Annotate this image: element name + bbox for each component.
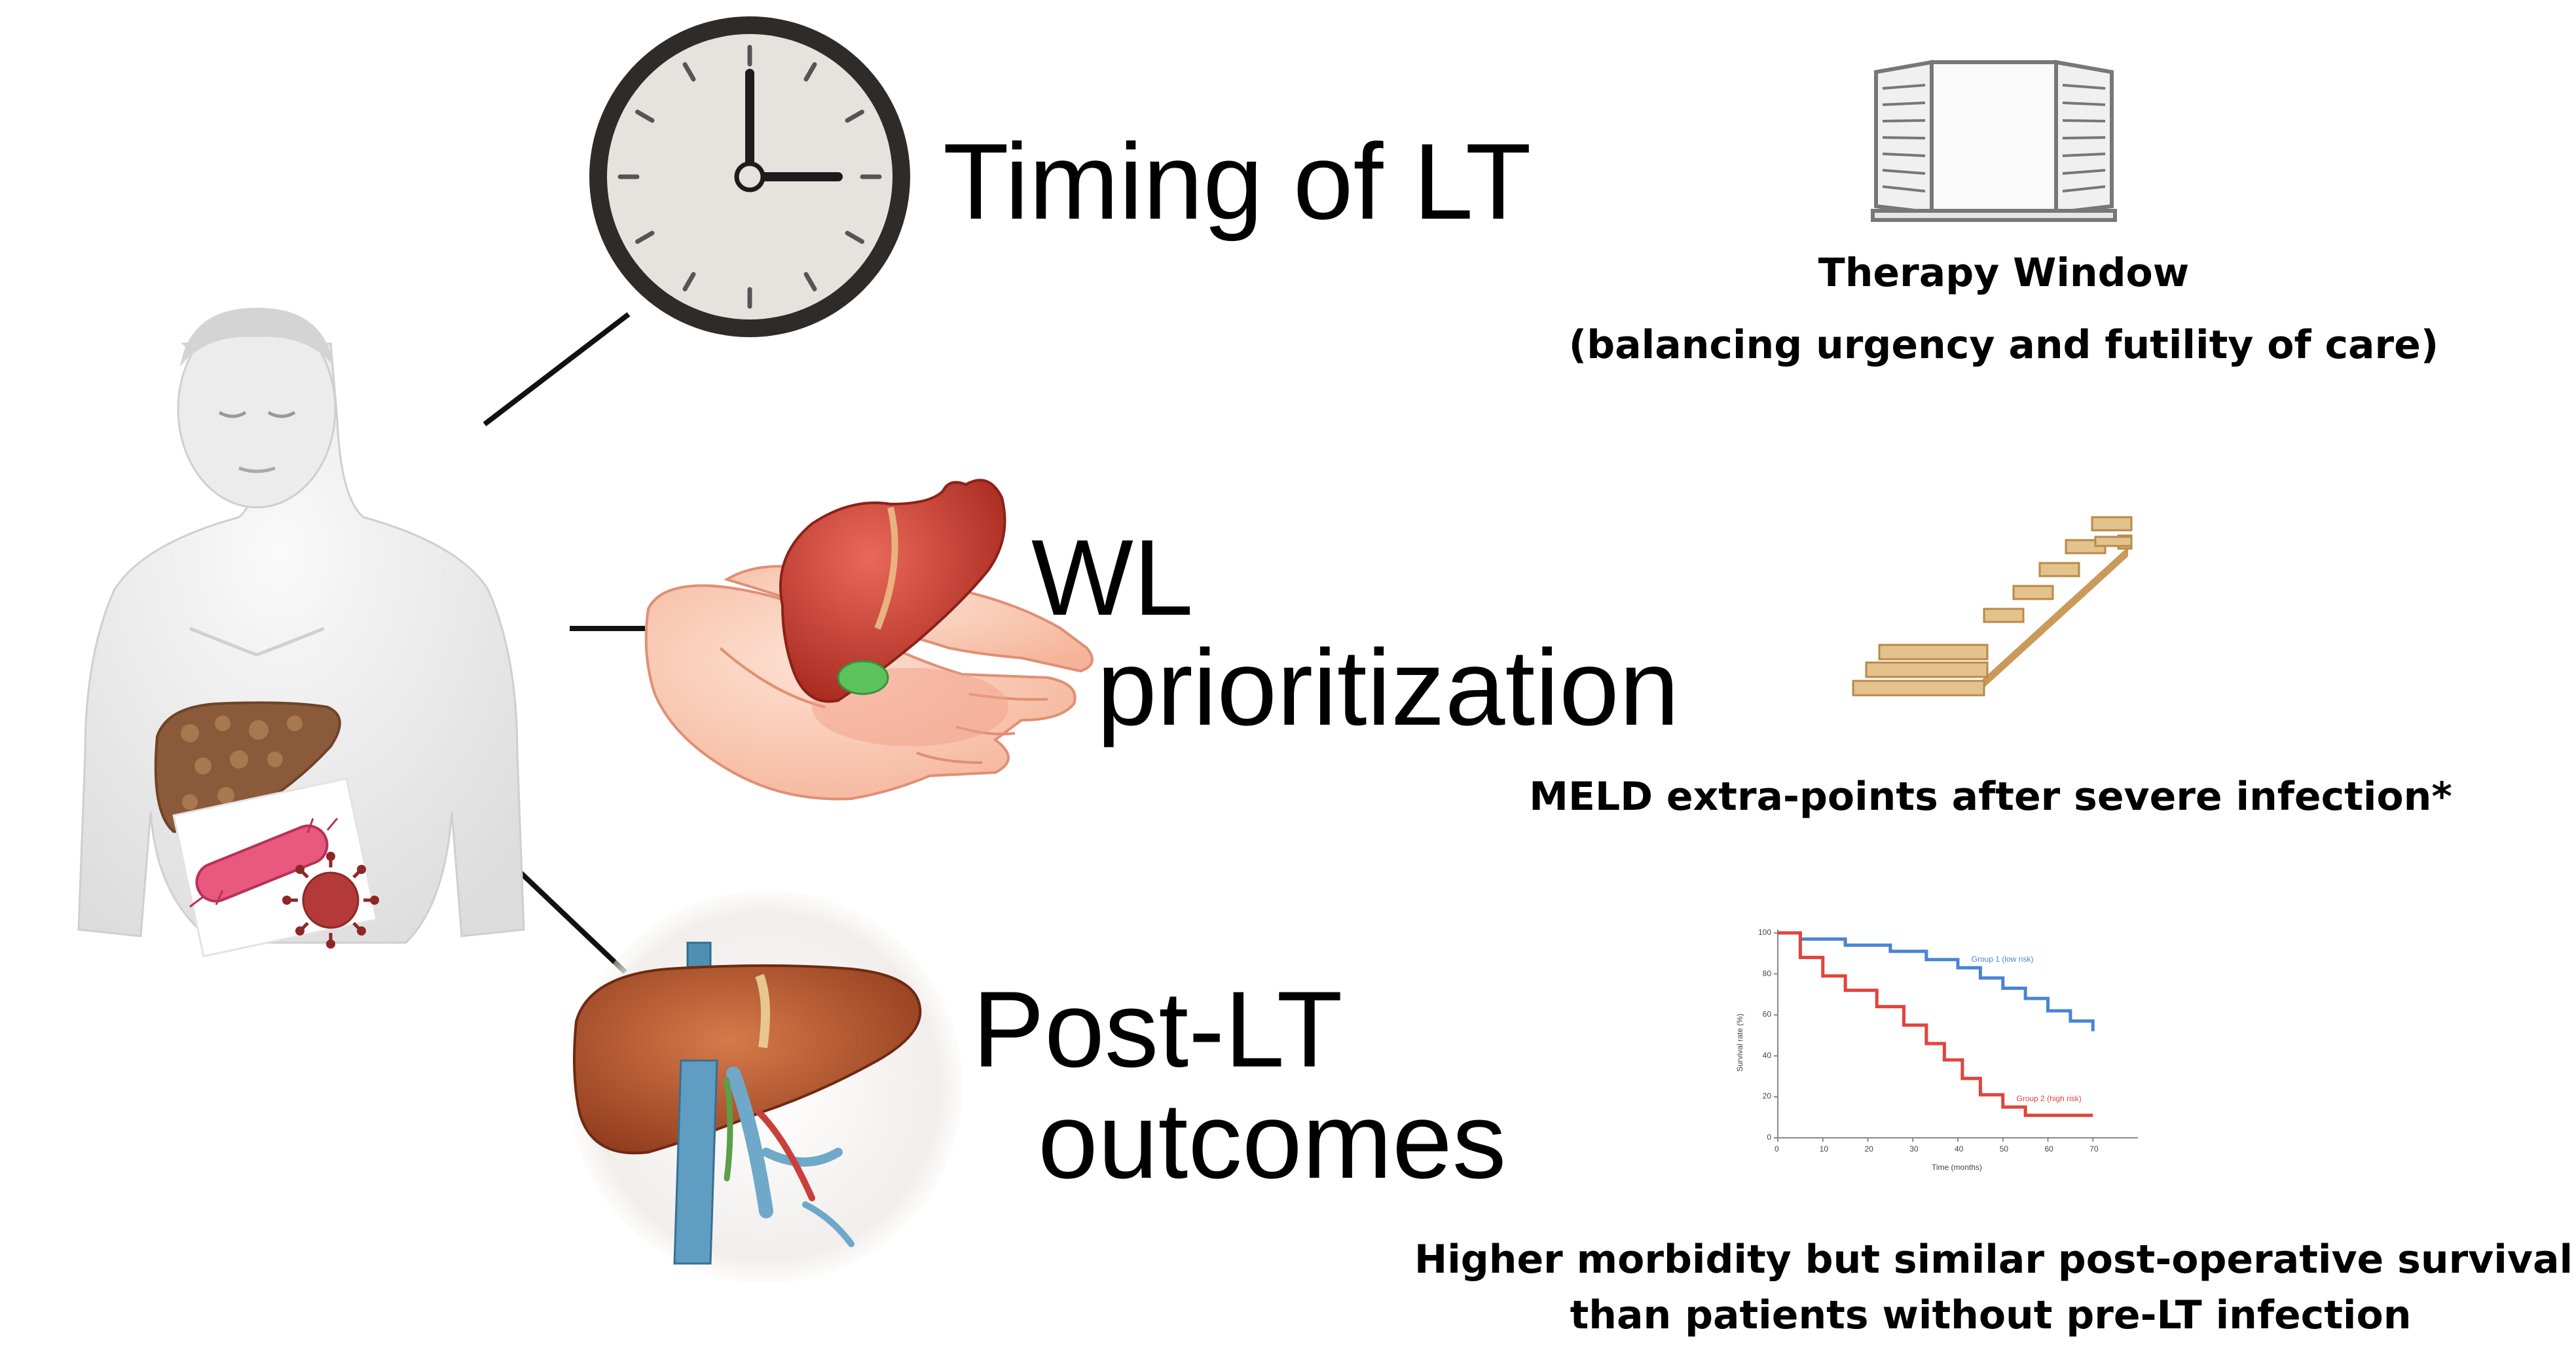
chart-x-tick-label: 70 bbox=[2089, 1144, 2099, 1154]
gallbladder bbox=[837, 660, 889, 695]
anatomy-liver bbox=[572, 964, 922, 1155]
chart-y-tick-label: 100 bbox=[1757, 928, 1771, 937]
meld-note: MELD extra-points after severe infection… bbox=[1529, 774, 2452, 820]
chart-series-label: Group 2 (high risk) bbox=[2016, 1094, 2082, 1104]
bacterium-icon bbox=[189, 818, 339, 908]
chart-y-tick-label: 80 bbox=[1762, 968, 1771, 978]
chart-x-tick-label: 30 bbox=[1909, 1144, 1919, 1154]
liver-anatomy-icon bbox=[570, 890, 963, 1283]
therapy-window-title: Therapy Window bbox=[1818, 250, 2190, 296]
vena-cava bbox=[673, 1059, 718, 1265]
chart-background bbox=[1729, 913, 2148, 1205]
chart-x-tick-label: 10 bbox=[1819, 1144, 1829, 1154]
chart-x-tick-label: 0 bbox=[1775, 1144, 1779, 1154]
therapy-window-subtitle: (balancing urgency and futility of care) bbox=[1568, 322, 2439, 368]
survival-note-line2: than patients without pre-LT infection bbox=[1570, 1292, 2412, 1338]
cirrhotic-liver bbox=[154, 701, 341, 833]
chart-y-tick-label: 60 bbox=[1762, 1010, 1771, 1019]
chart-series-label: Group 1 (low risk) bbox=[1971, 955, 2034, 964]
liver-nodules bbox=[181, 716, 303, 810]
clock-icon bbox=[589, 16, 910, 337]
hands-holding-liver-icon bbox=[644, 479, 1094, 801]
anatomy-gallbladder bbox=[755, 974, 770, 1048]
hair bbox=[180, 308, 334, 367]
chart-y-tick-label: 40 bbox=[1762, 1050, 1771, 1060]
chart-x-tick-label: 20 bbox=[1864, 1144, 1873, 1154]
survival-note-line1: Higher morbidity but similar post-operat… bbox=[1414, 1237, 2573, 1283]
chart-x-tick-label: 50 bbox=[1999, 1144, 2009, 1154]
chart-y-tick-label: 0 bbox=[1767, 1133, 1771, 1142]
chart-series-line bbox=[1778, 931, 2093, 1118]
human-body-figure bbox=[77, 308, 525, 958]
topic-timing-heading: Timing of LT bbox=[943, 121, 1532, 242]
chart-y-axis-label: Survival rate (%) bbox=[1735, 1013, 1744, 1072]
chart-series-line bbox=[1778, 931, 2095, 1032]
topic-post-line1: Post-LT bbox=[972, 969, 1343, 1089]
portal-vessels bbox=[724, 1066, 855, 1247]
survival-curve-chart bbox=[1729, 913, 2148, 1205]
chart-x-axis-label: Time (months) bbox=[1932, 1163, 1982, 1172]
topic-post-line2: outcomes bbox=[1038, 1080, 1507, 1201]
closed-eye-left bbox=[218, 410, 247, 418]
mouth bbox=[238, 466, 276, 473]
staircase-icon bbox=[1852, 516, 2133, 697]
open-window-icon bbox=[1871, 60, 2117, 222]
connector-line-timing bbox=[483, 312, 631, 427]
topic-wl-line1: WL bbox=[1031, 517, 1194, 638]
chest-line bbox=[189, 627, 325, 657]
chart-y-tick-label: 20 bbox=[1762, 1091, 1771, 1101]
closed-eye-right bbox=[267, 410, 296, 418]
chart-x-tick-label: 60 bbox=[2044, 1144, 2053, 1154]
liver-falciform bbox=[874, 506, 898, 630]
topic-wl-line2: prioritization bbox=[1097, 627, 1680, 748]
chart-x-tick-label: 40 bbox=[1955, 1144, 1964, 1154]
virus-icon bbox=[282, 852, 379, 949]
